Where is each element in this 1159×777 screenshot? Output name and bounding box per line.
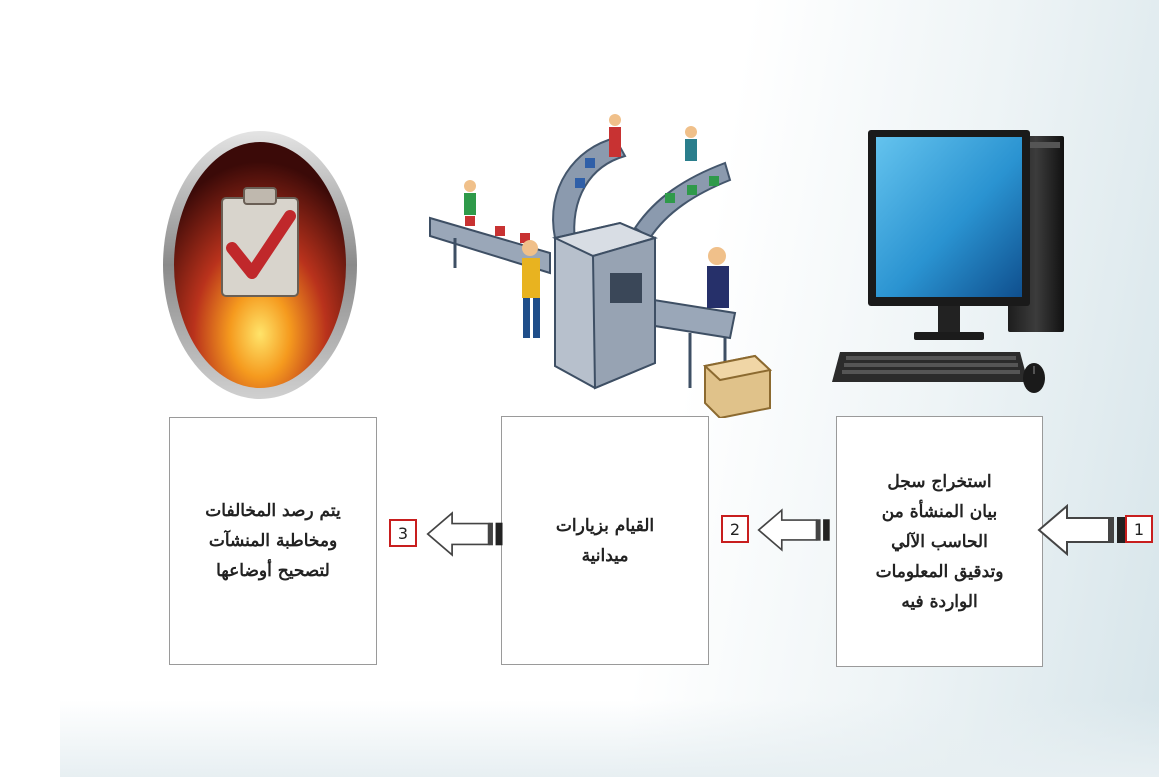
arrow-left-icon bbox=[1037, 504, 1125, 556]
step-3-number-badge: 3 bbox=[389, 519, 417, 547]
clipboard-checkmark-icon bbox=[163, 131, 357, 399]
step-1-box: استخراج سجل بيان المنشأة من الحاسب الآلي… bbox=[836, 416, 1043, 667]
step-3-box: يتم رصد المخالفات ومخاطبة المنشآت لتصحيح… bbox=[169, 417, 377, 665]
background-bottom-band bbox=[60, 700, 1159, 777]
step-1-text: استخراج سجل بيان المنشأة من الحاسب الآلي… bbox=[875, 471, 1004, 612]
factory-conveyor-icon bbox=[429, 114, 773, 418]
step-2-text: القيام بزيارات ميدانية bbox=[555, 515, 655, 566]
arrow-left-icon bbox=[757, 508, 830, 552]
arrow-left-icon bbox=[426, 511, 503, 557]
step-1-number-badge: 1 bbox=[1125, 515, 1153, 543]
step-2-number-badge: 2 bbox=[721, 515, 749, 543]
step-3-text: يتم رصد المخالفات ومخاطبة المنشآت لتصحيح… bbox=[205, 501, 341, 581]
desktop-computer-icon bbox=[832, 130, 1064, 393]
step-2-box: القيام بزيارات ميدانية bbox=[501, 416, 709, 665]
